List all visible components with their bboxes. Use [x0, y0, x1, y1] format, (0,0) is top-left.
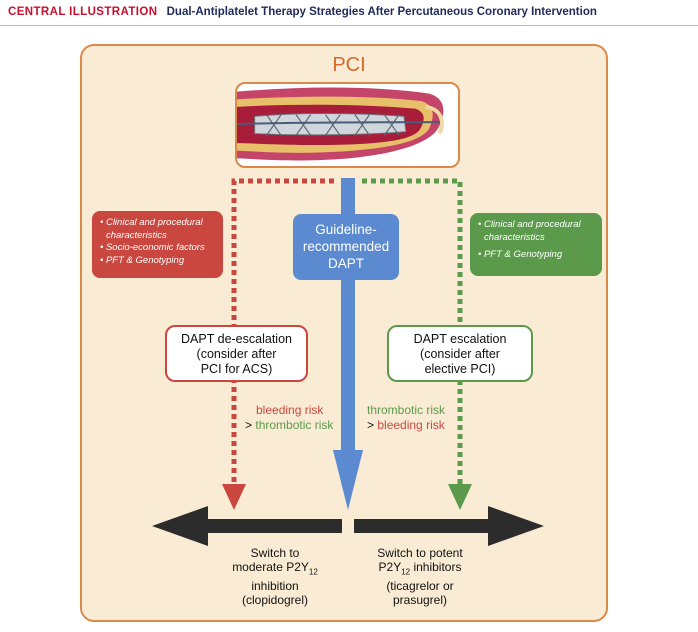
factor-item: • Socio-economic factors [100, 242, 205, 253]
switch-potent-text: Switch to potent P2Y12 inhibitors (ticag… [360, 546, 480, 607]
risk-sign: > [245, 418, 253, 432]
switch-line: Switch to [250, 546, 300, 560]
deescalation-arrowhead [222, 484, 246, 510]
factor-item: • PFT & Genotyping [478, 249, 563, 260]
switch-line: moderate P2Y12 [232, 560, 318, 577]
factor-item: • Clinical and procedural [478, 219, 581, 230]
axis-right-arrowhead [488, 506, 544, 546]
guideline-line: Guideline- [315, 222, 377, 237]
factor-item: characteristics [484, 231, 545, 243]
escalation-arrowhead [448, 484, 472, 510]
guideline-line: recommended [302, 239, 390, 254]
factor-item: characteristics [106, 229, 167, 241]
figure-header: CENTRAL ILLUSTRATION Dual-Antiplatelet T… [8, 6, 597, 18]
risk-sign: > [367, 418, 375, 432]
stent-illustration [235, 82, 460, 168]
switch-line: (clopidogrel) [241, 593, 309, 608]
switch-line: (ticagrelor or [386, 579, 454, 594]
switch-line: prasugrel) [392, 593, 448, 608]
switch-line: Switch to potent [377, 546, 463, 560]
header-title: Dual-Antiplatelet Therapy Strategies Aft… [166, 6, 597, 18]
header-divider [0, 25, 698, 26]
switch-line: P2Y12 inhibitors [378, 560, 462, 577]
deescalation-path [222, 178, 334, 510]
escalation-box: DAPT escalation (consider after elective… [387, 325, 533, 382]
risk-second: bleeding risk [377, 418, 445, 432]
therapy-axis [152, 506, 544, 546]
escalation-line: (consider after [420, 347, 500, 361]
risk-first: bleeding risk [256, 403, 324, 417]
risk-first: thrombotic risk [367, 403, 446, 417]
guideline-dapt-box: Guideline- recommended DAPT [293, 214, 399, 280]
escalation-line: DAPT escalation [413, 332, 507, 346]
switch-moderate-text: Switch to moderate P2Y12 inhibition (clo… [220, 546, 330, 607]
deescalation-line: (consider after [196, 347, 277, 361]
escalation-risk: thrombotic risk > bleeding risk [367, 403, 445, 433]
deescalation-box: DAPT de-escalation (consider after PCI f… [165, 325, 308, 382]
deescalation-line: PCI for ACS) [200, 362, 273, 376]
escalation-path [362, 178, 472, 510]
pci-label: PCI [332, 54, 366, 76]
header-tag: CENTRAL ILLUSTRATION [8, 6, 158, 18]
artery-stent-image [237, 87, 444, 161]
deescalation-line: DAPT de-escalation [181, 332, 292, 346]
axis-left-arrowhead [152, 506, 208, 546]
switch-line: inhibition [251, 579, 299, 594]
escalation-line: elective PCI) [424, 362, 496, 376]
factor-item: • Clinical and procedural [100, 217, 203, 228]
guideline-arrowhead [333, 450, 363, 510]
risk-second: thrombotic risk [255, 418, 334, 432]
deescalation-risk: bleeding risk > thrombotic risk [245, 403, 334, 433]
factor-item: • PFT & Genotyping [100, 254, 185, 266]
escalation-factors-box: • Clinical and procedural characteristic… [470, 213, 602, 276]
guideline-line: DAPT [327, 256, 364, 271]
deescalation-factors-box: • Clinical and procedural characteristic… [92, 211, 223, 278]
